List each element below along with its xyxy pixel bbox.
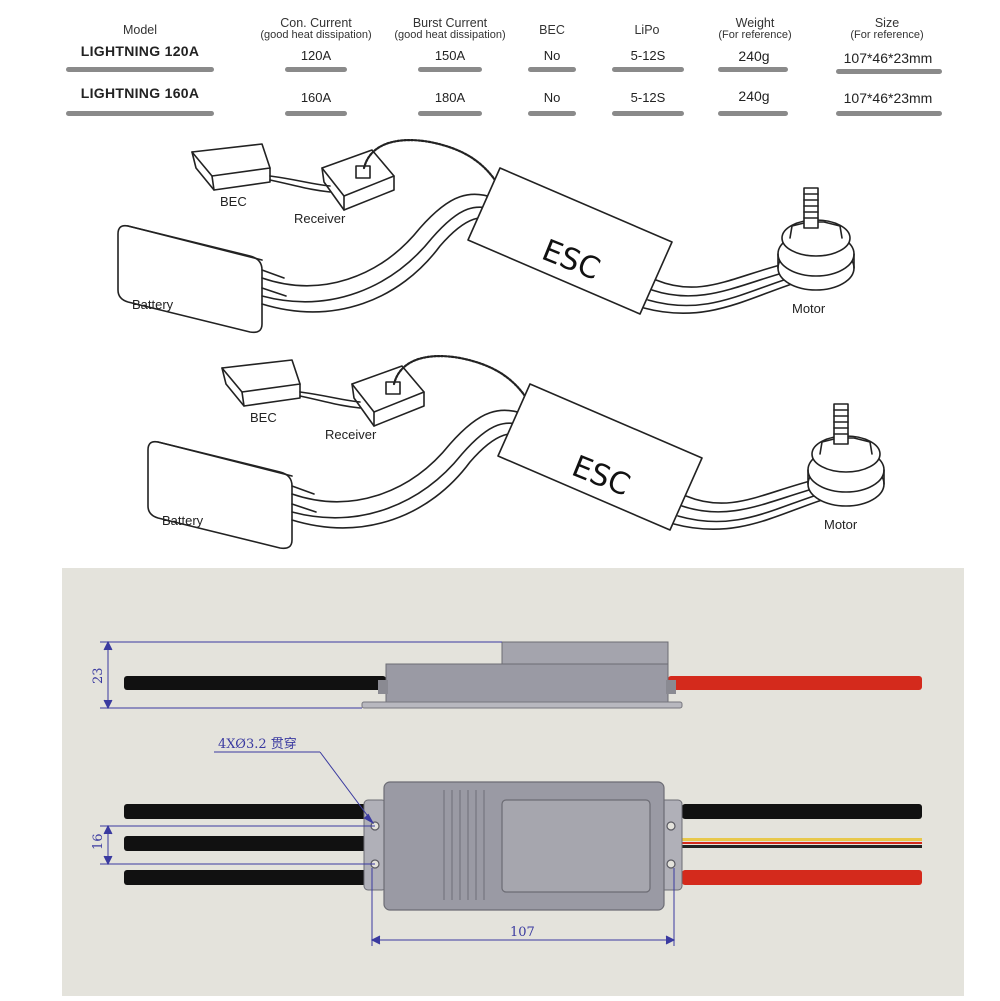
hole-note-label: 4XØ3.2 贯穿 (218, 736, 297, 752)
header-weight: Weight (For reference) (718, 16, 792, 41)
con-current-value: 120A (300, 48, 332, 63)
battery-pack (147, 440, 317, 550)
row-divider (66, 111, 214, 116)
black-wire (124, 804, 374, 819)
motor-label: Motor (824, 517, 858, 532)
row-divider (285, 67, 347, 72)
mounting-hole (666, 859, 676, 869)
mounting-flange (361, 701, 683, 709)
bec-label: BEC (220, 194, 247, 209)
wiring-diagram-drawing: ESC (117, 138, 855, 334)
bec-label: BEC (250, 410, 277, 425)
red-wire (682, 870, 922, 885)
height-dim-label: 23 (91, 667, 106, 684)
spec-table: Model Con. Current (good heat dissipatio… (0, 0, 1000, 128)
motor-label: Motor (792, 301, 826, 316)
black-wire (682, 804, 922, 819)
battery-label: Battery (132, 297, 174, 312)
wiring-diagram-drawing: ESC (147, 354, 885, 550)
wire-grommet (666, 680, 676, 694)
cap-panel (501, 799, 651, 893)
spacing-dimension (100, 824, 375, 866)
battery-label: Battery (162, 513, 204, 528)
width-dim-label: 107 (510, 925, 535, 940)
mounting-hole (666, 821, 676, 831)
row-divider (836, 69, 942, 74)
model-name: LIGHTNING 160A (80, 85, 200, 101)
mounting-ear (363, 799, 387, 891)
size-value: 107*46*23mm (843, 90, 933, 106)
lipo-value: 5-12S (630, 48, 666, 63)
row-divider (418, 67, 482, 72)
bec-value: No (543, 48, 561, 63)
burst-current-value: 150A (434, 48, 466, 63)
row-divider (418, 111, 482, 116)
motor-unit (777, 187, 855, 291)
header-con-current: Con. Current (good heat dissipation) (260, 16, 372, 41)
header-burst-current: Burst Current (good heat dissipation) (394, 16, 506, 41)
black-wire (124, 676, 386, 690)
row-divider (718, 111, 788, 116)
top-view: 16 107 4XØ3.2 贯穿 (91, 736, 922, 946)
black-wire (124, 836, 374, 851)
signal-wire-red (682, 842, 922, 844)
wire-grommet (378, 680, 388, 694)
wiring-diagram: ESC BEC Receiver Battery Motor (0, 128, 1000, 340)
spacing-dim-label: 16 (91, 833, 106, 850)
header-bec: BEC (539, 23, 565, 37)
weight-value: 240g (738, 88, 770, 104)
header-size: Size (For reference) (850, 16, 924, 41)
signal-wire-black (682, 845, 922, 848)
esc-body-side (385, 663, 669, 703)
receiver-module (321, 149, 395, 211)
esc-module (497, 383, 703, 531)
lipo-value: 5-12S (630, 90, 666, 105)
bec-value: No (543, 90, 561, 105)
header-model: Model (122, 23, 158, 37)
wiring-diagram: ESC BEC Receiver Battery Motor (0, 342, 1000, 558)
row-divider (528, 111, 576, 116)
burst-current-value: 180A (434, 90, 466, 105)
model-name: LIGHTNING 120A (80, 43, 200, 59)
weight-value: 240g (738, 48, 770, 64)
receiver-module (351, 365, 425, 427)
con-current-value: 160A (300, 90, 332, 105)
row-divider (718, 67, 788, 72)
esc-module (467, 167, 673, 315)
receiver-label: Receiver (294, 211, 346, 226)
row-divider (612, 111, 684, 116)
dimension-drawing: 23 (62, 568, 964, 996)
receiver-label: Receiver (325, 427, 377, 442)
dimension-drawing-svg: 23 (91, 640, 922, 946)
row-divider (612, 67, 684, 72)
row-divider (66, 67, 214, 72)
motor-unit (807, 403, 885, 507)
red-wire (668, 676, 922, 690)
signal-wire-yellow (682, 838, 922, 841)
bec-module (221, 359, 301, 407)
header-lipo: LiPo (634, 23, 660, 37)
size-value: 107*46*23mm (843, 50, 933, 66)
side-view: 23 (91, 640, 922, 710)
row-divider (836, 111, 942, 116)
row-divider (285, 111, 347, 116)
row-divider (528, 67, 576, 72)
height-dimension (100, 640, 502, 710)
bec-module (191, 143, 271, 191)
battery-pack (117, 224, 287, 334)
width-dimension (370, 868, 676, 946)
hole-leader (214, 751, 375, 825)
black-wire (124, 870, 374, 885)
